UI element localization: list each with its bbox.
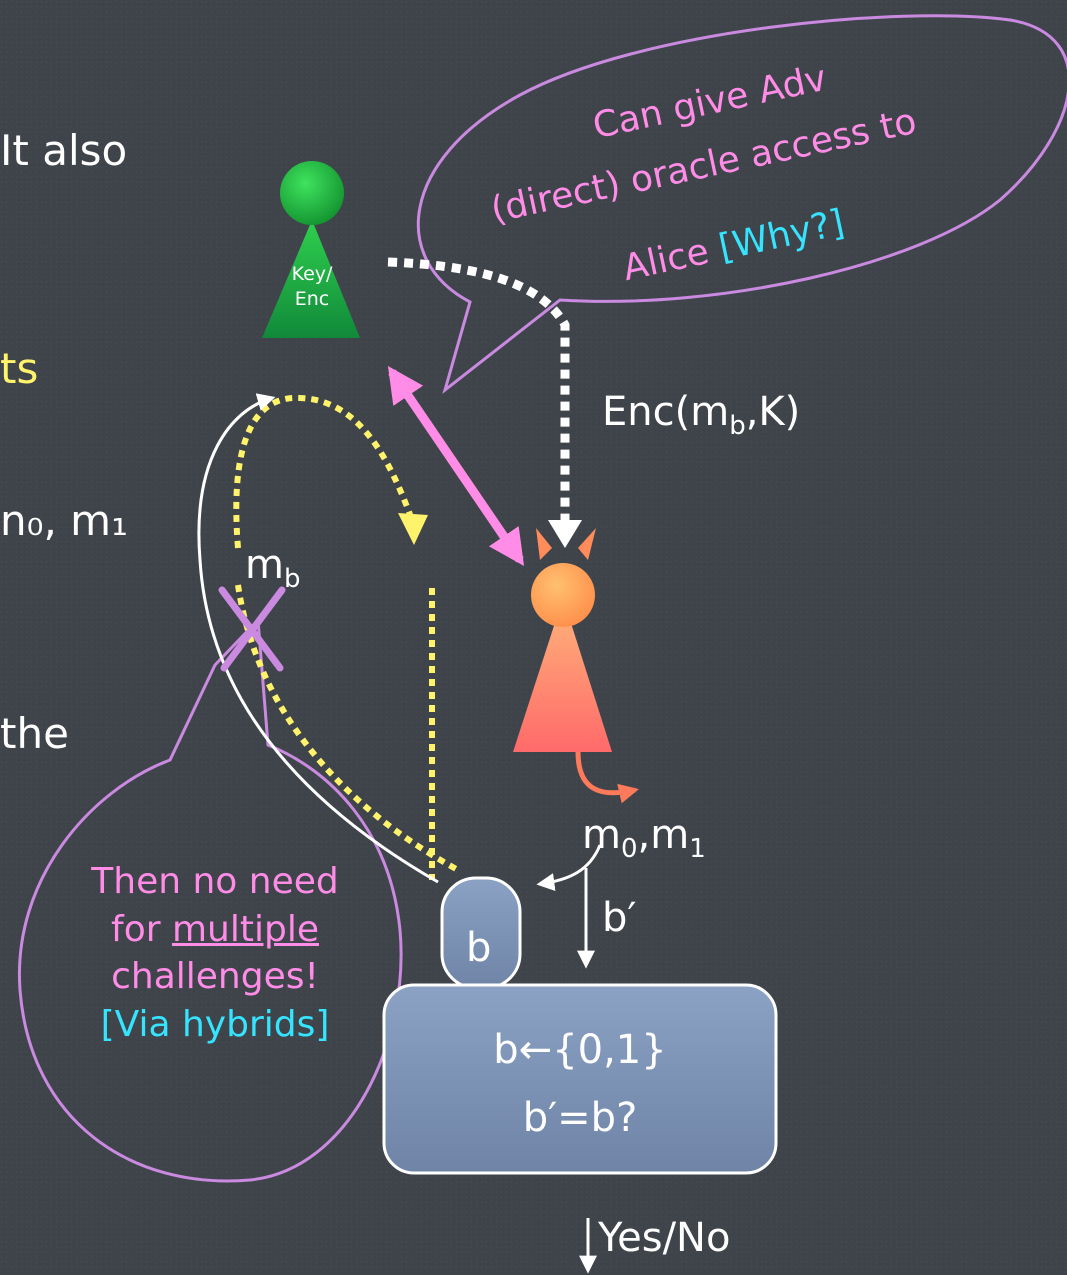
challenger-box bbox=[382, 983, 778, 1175]
yellow-dotted-loop bbox=[233, 394, 415, 549]
mb-arrow bbox=[197, 393, 439, 884]
adversary-figure bbox=[513, 528, 639, 804]
oracle-double-arrow bbox=[387, 366, 525, 566]
yellow-dotted-line-left bbox=[235, 584, 460, 873]
hybrids-callout-line2: for multiple bbox=[111, 908, 319, 950]
oracle-callout-bubble bbox=[416, 14, 1067, 395]
encryption-output-label: Enc(mb,K) bbox=[602, 389, 801, 441]
challenger-line2: b′=b? bbox=[522, 1095, 638, 1141]
bprime-label: b′ bbox=[602, 895, 637, 941]
hybrids-callout-text: Then no need for multiple challenges! [V… bbox=[40, 858, 390, 1048]
key-enc-figure bbox=[262, 161, 360, 338]
left-fragment-4: the bbox=[0, 709, 69, 758]
m0m1-label: m0,m1 bbox=[582, 812, 706, 864]
enc-dotted-arrow bbox=[387, 257, 570, 520]
mb-label: mb bbox=[245, 542, 301, 594]
key-enc-label: Key/ Enc bbox=[286, 262, 338, 311]
left-fragment-2: ts bbox=[0, 344, 39, 393]
left-fragment-3: n₀, m₁ bbox=[0, 496, 128, 545]
left-fragment-1: It also bbox=[0, 126, 128, 175]
yellow-arrowhead bbox=[398, 513, 428, 545]
m0m1-arrow bbox=[536, 844, 602, 892]
enc-arrowhead bbox=[548, 520, 582, 548]
hybrids-callout-line4: [Via hybrids] bbox=[100, 1003, 330, 1045]
challenger-line1: b←{0,1} bbox=[493, 1027, 667, 1073]
hybrids-callout-bubble bbox=[17, 616, 403, 1183]
cross-out-mark bbox=[218, 586, 286, 672]
b-tab-label: b bbox=[466, 925, 492, 971]
yesno-label: Yes/No bbox=[598, 1215, 731, 1261]
hybrids-callout-line3: challenges! bbox=[111, 956, 319, 998]
hybrids-callout-line1: Then no need bbox=[91, 861, 339, 902]
key-label: Key/ bbox=[291, 263, 333, 285]
enc-label: Enc bbox=[294, 287, 330, 310]
